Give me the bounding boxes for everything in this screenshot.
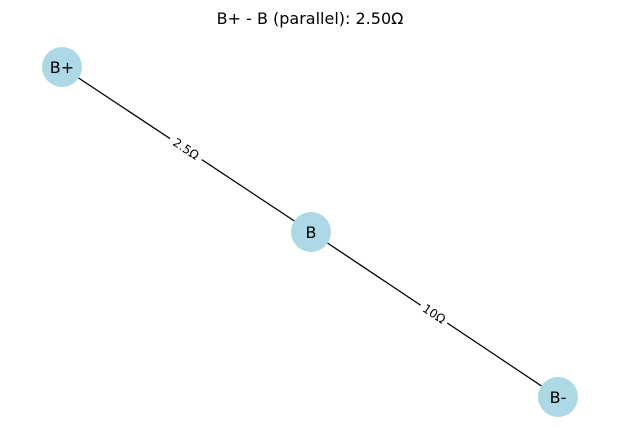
edge-label-background	[415, 297, 453, 331]
node-bplus	[42, 47, 82, 87]
node-bminus	[538, 377, 578, 417]
diagram-title: B+ - B (parallel): 2.50Ω	[217, 9, 404, 28]
edge-label-group-b-bminus: 10Ω	[415, 297, 453, 331]
node-label-b: B	[306, 223, 317, 242]
node-b	[291, 212, 331, 252]
node-label-bplus: B+	[50, 58, 74, 77]
node-label-bminus: B-	[550, 388, 567, 407]
edge-label-background	[165, 131, 207, 167]
edge-label-group-bplus-b: 2.5Ω	[165, 131, 207, 167]
